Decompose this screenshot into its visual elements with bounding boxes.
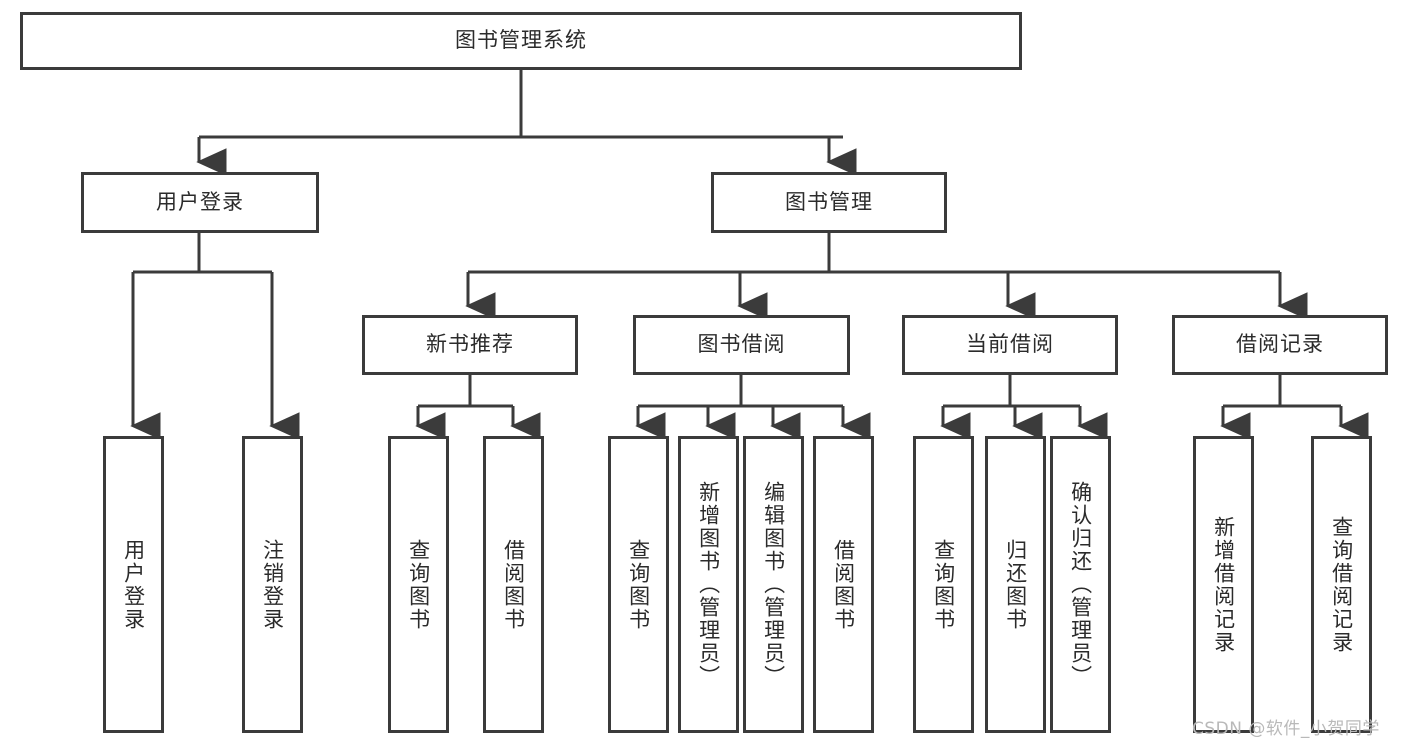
csdn-watermark: CSDN @软件_小贺同学 (1192, 719, 1380, 739)
node-current-borrow[interactable]: 当前借阅 (902, 315, 1118, 375)
leaf-borrow-book-label: 借阅图书 (831, 538, 856, 631)
leaf-return-book-label: 归还图书 (1003, 538, 1028, 631)
leaf-query-borrow-record[interactable]: 查询借阅记录 (1311, 436, 1372, 733)
leaf-borrow-book-recommend-label: 借阅图书 (501, 538, 526, 631)
node-borrow-record-label: 借阅记录 (1236, 332, 1324, 357)
leaf-query-book-current[interactable]: 查询图书 (913, 436, 974, 733)
node-new-book-recommend[interactable]: 新书推荐 (362, 315, 578, 375)
leaf-user-logout[interactable]: 注销登录 (242, 436, 303, 733)
leaf-borrow-book-recommend[interactable]: 借阅图书 (483, 436, 544, 733)
node-user-login-label: 用户登录 (156, 189, 244, 214)
leaf-return-book[interactable]: 归还图书 (985, 436, 1046, 733)
node-user-login[interactable]: 用户登录 (81, 172, 319, 233)
node-book-borrow[interactable]: 图书借阅 (633, 315, 850, 375)
node-book-management-label: 图书管理 (785, 189, 873, 214)
node-borrow-record[interactable]: 借阅记录 (1172, 315, 1388, 375)
node-root-label: 图书管理系统 (455, 28, 587, 53)
leaf-confirm-return-admin-label: 确认归还（管理员） (1068, 481, 1093, 688)
node-current-borrow-label: 当前借阅 (966, 332, 1054, 357)
leaf-query-book-borrow-label: 查询图书 (626, 538, 651, 631)
node-root[interactable]: 图书管理系统 (20, 12, 1022, 70)
leaf-query-book-recommend-label: 查询图书 (406, 538, 431, 631)
leaf-add-borrow-record-label: 新增借阅记录 (1211, 515, 1236, 654)
leaf-query-book-borrow[interactable]: 查询图书 (608, 436, 669, 733)
leaf-query-book-current-label: 查询图书 (931, 538, 956, 631)
leaf-user-login[interactable]: 用户登录 (103, 436, 164, 733)
leaf-user-login-label: 用户登录 (121, 538, 146, 631)
leaf-add-borrow-record[interactable]: 新增借阅记录 (1193, 436, 1254, 733)
node-new-book-recommend-label: 新书推荐 (426, 332, 514, 357)
node-book-management[interactable]: 图书管理 (711, 172, 947, 233)
leaf-confirm-return-admin[interactable]: 确认归还（管理员） (1050, 436, 1111, 733)
leaf-query-borrow-record-label: 查询借阅记录 (1329, 515, 1354, 654)
node-book-borrow-label: 图书借阅 (697, 332, 786, 357)
leaf-add-book-admin-label: 新增图书（管理员） (696, 481, 721, 688)
leaf-add-book-admin[interactable]: 新增图书（管理员） (678, 436, 739, 733)
leaf-edit-book-admin[interactable]: 编辑图书（管理员） (743, 436, 804, 733)
leaf-edit-book-admin-label: 编辑图书（管理员） (761, 481, 786, 688)
leaf-borrow-book[interactable]: 借阅图书 (813, 436, 874, 733)
leaf-user-logout-label: 注销登录 (260, 538, 285, 631)
leaf-query-book-recommend[interactable]: 查询图书 (388, 436, 449, 733)
